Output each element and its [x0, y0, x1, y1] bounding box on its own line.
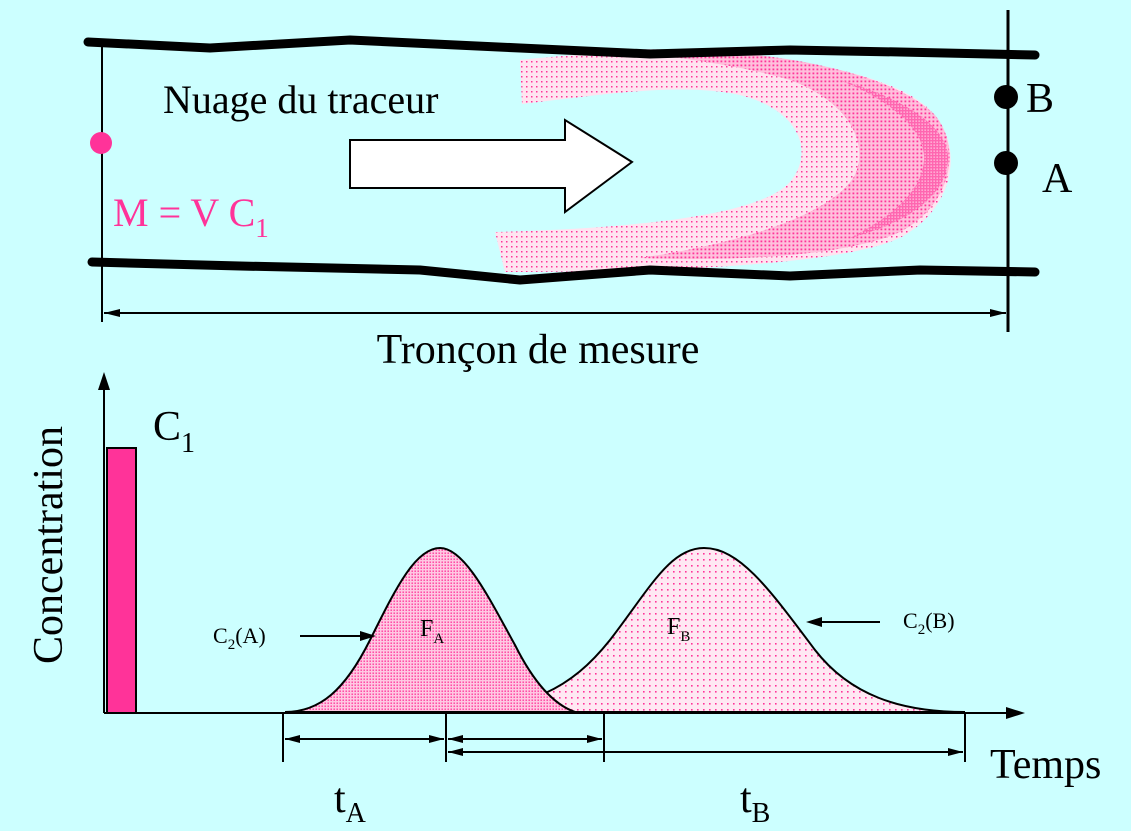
- c1-pulse-bar: [106, 447, 137, 714]
- c2b-label: C2(B): [903, 608, 955, 638]
- ta-label: tA: [334, 776, 367, 826]
- curve-c2b: [449, 546, 966, 713]
- station-b-point: [994, 85, 1018, 109]
- station-a-label: A: [1042, 156, 1073, 202]
- mass-formula: M = V C1: [113, 190, 269, 243]
- curve-c2a: [284, 546, 576, 713]
- fa-label: FA: [420, 616, 444, 647]
- ta-to-b-arrow-left: [448, 735, 463, 743]
- reach-label: Tronçon de mesure: [377, 327, 700, 373]
- reach-arrow-right: [990, 309, 1006, 317]
- c2a-label: C2(A): [213, 623, 266, 653]
- concentration-graph: Concentration Temps C1 C2(A) C2(B) FA FB…: [26, 372, 1101, 829]
- c2a-pointer-arrow: [360, 631, 376, 641]
- ta-to-b-arrow-right: [587, 735, 602, 743]
- channel-section: B A Nuage du traceur M = V C1 Tronçon de…: [83, 10, 1073, 373]
- x-axis-arrow: [1006, 707, 1025, 719]
- x-axis-label: Temps: [990, 742, 1101, 788]
- ta-arrow-left: [285, 735, 300, 743]
- tb-arrow-right: [948, 748, 963, 756]
- tracer-cloud-core: [840, 80, 949, 238]
- upper-bank-line: [83, 35, 1040, 60]
- c2b-pointer-arrow: [806, 617, 822, 627]
- injection-point: [90, 132, 112, 154]
- tb-arrow-left: [448, 748, 463, 756]
- station-b-label: B: [1026, 76, 1054, 122]
- y-axis-label: Concentration: [26, 426, 72, 664]
- ta-arrow-right: [429, 735, 444, 743]
- tb-label: tB: [740, 776, 770, 826]
- fb-label: FB: [667, 614, 690, 645]
- y-axis-arrow: [98, 372, 110, 390]
- station-a-point: [994, 151, 1018, 175]
- flow-direction-arrow: [349, 118, 634, 214]
- lower-bank-line: [87, 257, 1040, 285]
- reach-arrow-left: [104, 309, 120, 317]
- c1-label: C1: [153, 404, 195, 459]
- tracer-cloud-middle: [620, 49, 950, 260]
- tracer-cloud-label: Nuage du traceur: [163, 77, 438, 122]
